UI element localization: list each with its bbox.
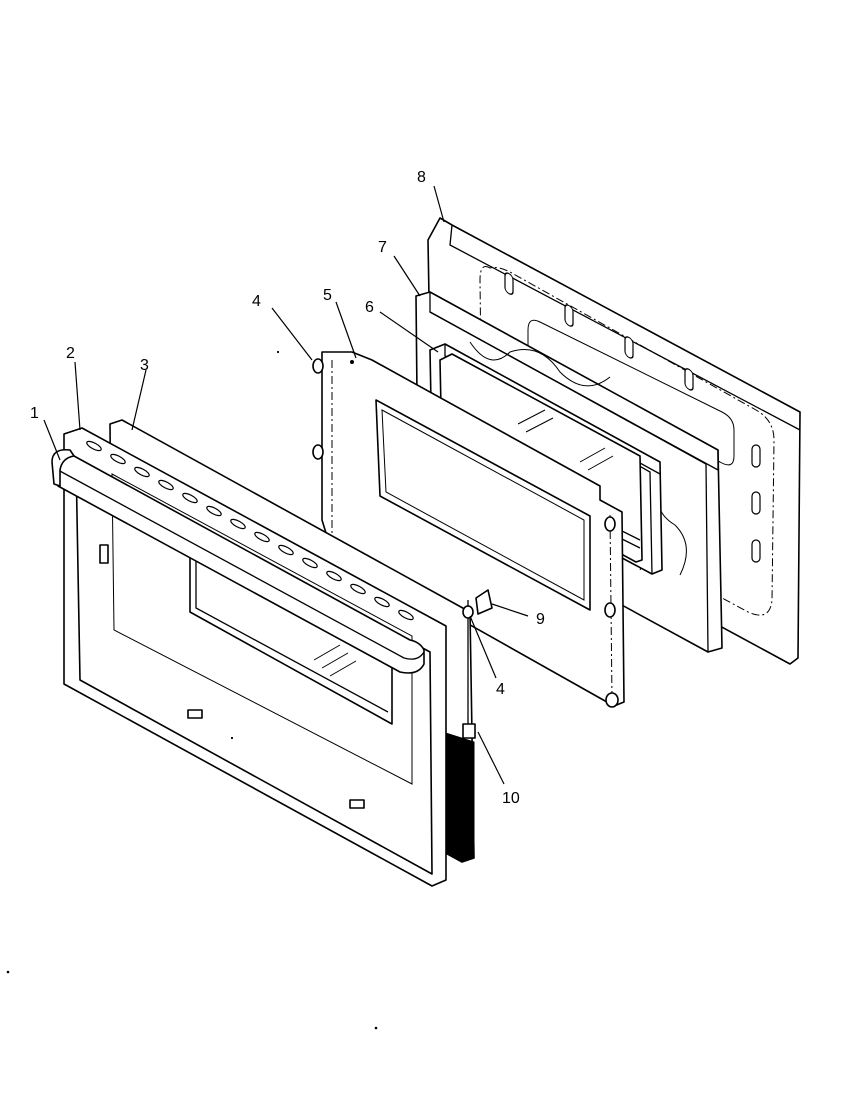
part-10-door-switch-wire: [462, 600, 476, 739]
part-9-hinge-bracket: [462, 589, 493, 619]
vent-slots: [86, 440, 414, 621]
callout-2: 2: [66, 345, 75, 362]
callout-4a: 4: [252, 293, 261, 310]
callout-6: 6: [365, 299, 374, 316]
callout-9: 9: [536, 611, 545, 628]
part-5-inner-door-panel: [312, 351, 625, 708]
callout-3: 3: [140, 357, 149, 374]
callouts: 1 2 3 4 5 6 7 8 9 4 10: [30, 169, 545, 807]
callout-8: 8: [417, 169, 426, 186]
callout-10: 10: [502, 790, 520, 807]
scan-specks: [6, 350, 378, 1030]
callout-4b: 4: [496, 681, 505, 698]
part-1-door-handle: [51, 448, 425, 674]
callout-1: 1: [30, 405, 39, 422]
leader-lines: [43, 185, 529, 785]
callout-7: 7: [378, 239, 387, 256]
callout-5: 5: [323, 287, 332, 304]
